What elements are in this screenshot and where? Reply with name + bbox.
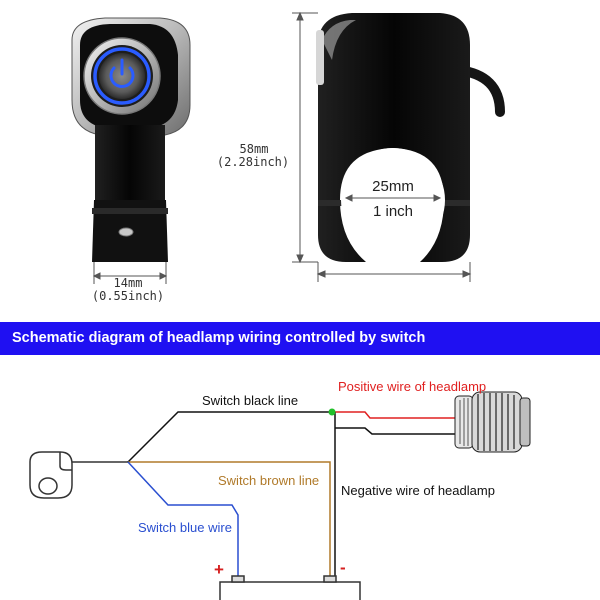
schematic-title: Schematic diagram of headlamp wiring con…: [12, 330, 426, 346]
hole-inch-label: 1 inch: [372, 203, 414, 220]
switch-blue-wire-label: Switch blue wire: [138, 520, 232, 535]
wiring-schematic: [29, 391, 531, 600]
height-mm-label: 58mm: [239, 142, 269, 156]
switch-front-view: [71, 17, 191, 284]
switch-side-view: [292, 11, 505, 282]
switch-black-line-label: Switch black line: [202, 393, 299, 408]
width-inch-label: (0.55inch): [91, 289, 165, 303]
schematic-title-banner: Schematic diagram of headlamp wiring con…: [0, 322, 600, 355]
height-dimension: [292, 11, 318, 264]
side-width-dimension: [316, 262, 472, 282]
power-icon: [109, 58, 135, 88]
battery-icon: [219, 575, 361, 600]
height-inch-label: (2.28inch): [216, 155, 290, 169]
negative-wire-label: Negative wire of headlamp: [341, 483, 495, 498]
switch-icon: [29, 451, 73, 499]
positive-wire-label: Positive wire of headlamp: [338, 379, 487, 394]
battery-plus-label: +: [214, 560, 224, 579]
battery-minus-label: -: [340, 558, 346, 577]
switch-brown-line-label: Switch brown line: [218, 473, 320, 488]
width-dimension: [92, 262, 168, 284]
hole-mm-label: 25mm: [372, 178, 414, 195]
headlamp-icon: [454, 391, 531, 453]
hole-dimension: [344, 194, 442, 202]
width-mm-label: 14mm: [113, 276, 143, 290]
